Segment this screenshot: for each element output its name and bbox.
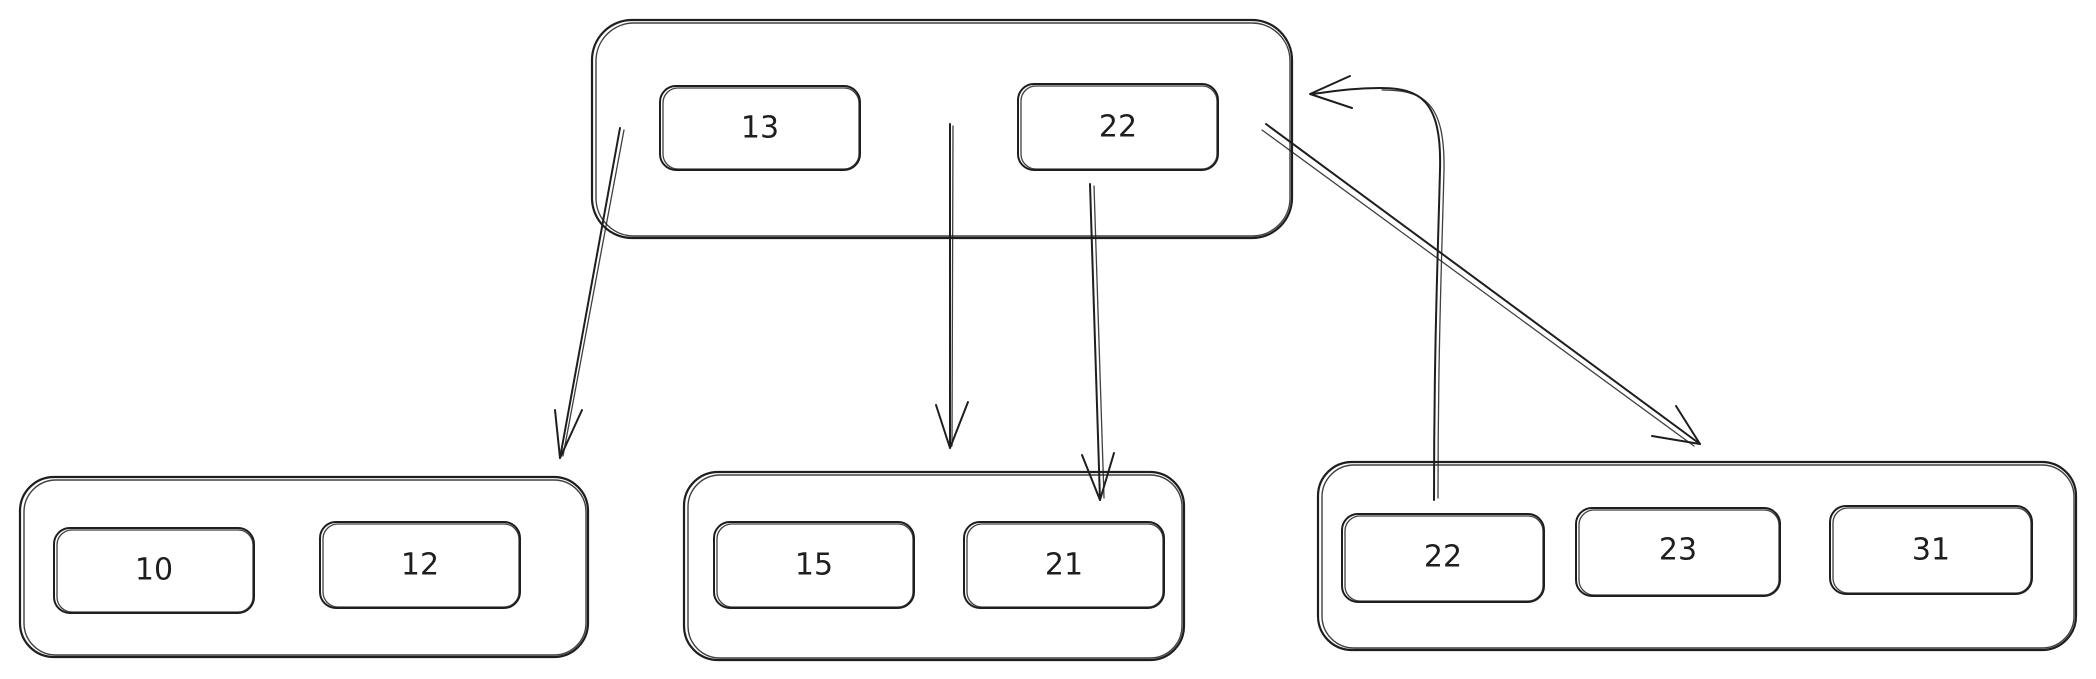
leaf-1-key-2-label: 12 (401, 548, 439, 583)
leaf-1-key-2: 12 (319, 521, 521, 609)
leaf-node-1: 10 12 (18, 475, 590, 659)
leaf-3-key-2: 23 (1575, 507, 1781, 597)
edge-leaf-3-to-root (1309, 75, 1445, 501)
leaf-2-key-2-label: 21 (1045, 548, 1083, 583)
leaf-node-3: 22 23 31 (1316, 460, 2078, 652)
edge-root-to-leaf-3 (1261, 123, 1701, 447)
leaf-3-key-2-label: 23 (1659, 533, 1697, 568)
edge-root-to-leaf-2-b (1081, 183, 1115, 501)
root-key-1: 13 (659, 85, 861, 171)
edge-root-to-leaf-2-a (935, 123, 969, 449)
leaf-3-key-1-label: 22 (1424, 540, 1462, 575)
leaf-node-2: 15 21 (682, 470, 1186, 662)
leaf-2-key-1: 15 (713, 521, 915, 609)
edge-root-to-leaf-1 (554, 127, 625, 459)
root-key-2-label: 22 (1099, 110, 1137, 145)
leaf-2-key-2: 21 (963, 521, 1165, 609)
leaf-1-key-1-label: 10 (135, 553, 173, 588)
leaf-1-key-1: 10 (53, 527, 255, 614)
leaf-3-key-3: 31 (1829, 505, 2033, 595)
leaf-2-key-1-label: 15 (795, 548, 833, 583)
leaf-3-key-1: 22 (1341, 513, 1545, 603)
leaf-3-key-3-label: 31 (1912, 533, 1950, 568)
root-key-2: 22 (1017, 83, 1219, 171)
root-node: 13 22 (590, 18, 1294, 240)
root-key-1-label: 13 (741, 111, 779, 146)
